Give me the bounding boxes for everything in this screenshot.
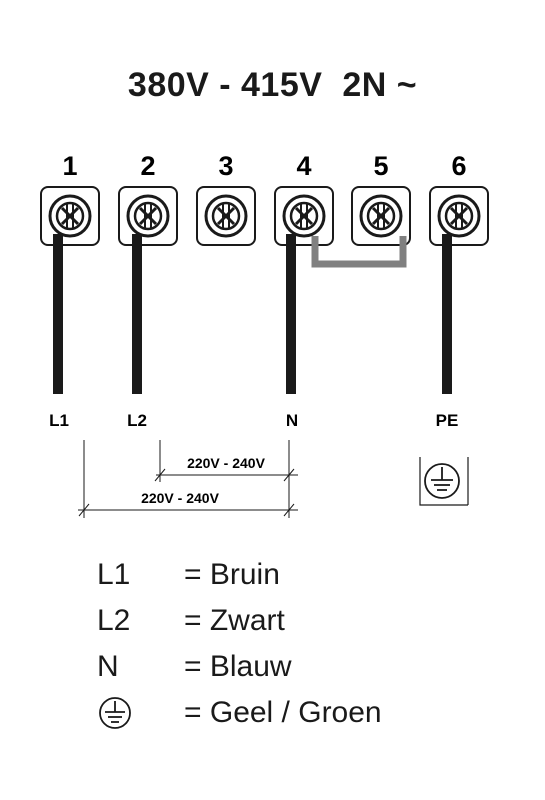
terminal-number-5: 5 xyxy=(373,151,388,181)
diagram-title: 380V - 415V 2N ~ xyxy=(127,66,418,104)
wire-pe xyxy=(442,234,452,394)
legend-value: = Bruin xyxy=(184,558,280,591)
legend-value: = Blauw xyxy=(184,650,292,683)
wire-label-pe: PE xyxy=(436,411,459,430)
wire-l2 xyxy=(132,234,142,394)
earth-ground-icon xyxy=(97,690,137,747)
terminal-screw-4 xyxy=(273,185,335,247)
terminal-screw-1 xyxy=(39,185,101,247)
legend-key: L2 xyxy=(97,604,131,637)
wire-l1 xyxy=(53,234,63,394)
bridge-4-5 xyxy=(311,236,407,268)
terminal-screw-2 xyxy=(117,185,179,247)
voltage-label-l1-n: 220V - 240V xyxy=(141,490,219,506)
wire-n xyxy=(286,234,296,394)
wire-label-n: N xyxy=(286,411,298,430)
wire-label-l1: L1 xyxy=(49,411,69,430)
terminal-screw-3 xyxy=(195,185,257,247)
terminal-number-6: 6 xyxy=(451,151,466,181)
voltage-label-l2-n: 220V - 240V xyxy=(187,455,265,471)
legend-key: N xyxy=(97,650,119,683)
terminal-number-4: 4 xyxy=(296,151,311,181)
voltage-dimension-lines xyxy=(78,440,298,518)
terminal-screw-6 xyxy=(428,185,490,247)
terminal-number-2: 2 xyxy=(140,151,155,181)
terminal-number-3: 3 xyxy=(218,151,233,181)
legend-value: = Geel / Groen xyxy=(184,696,382,729)
legend-value: = Zwart xyxy=(184,604,285,637)
legend-key: L1 xyxy=(97,558,131,591)
terminal-number-1: 1 xyxy=(62,151,77,181)
earth-ground-icon xyxy=(419,457,469,506)
wire-label-l2: L2 xyxy=(127,411,147,430)
